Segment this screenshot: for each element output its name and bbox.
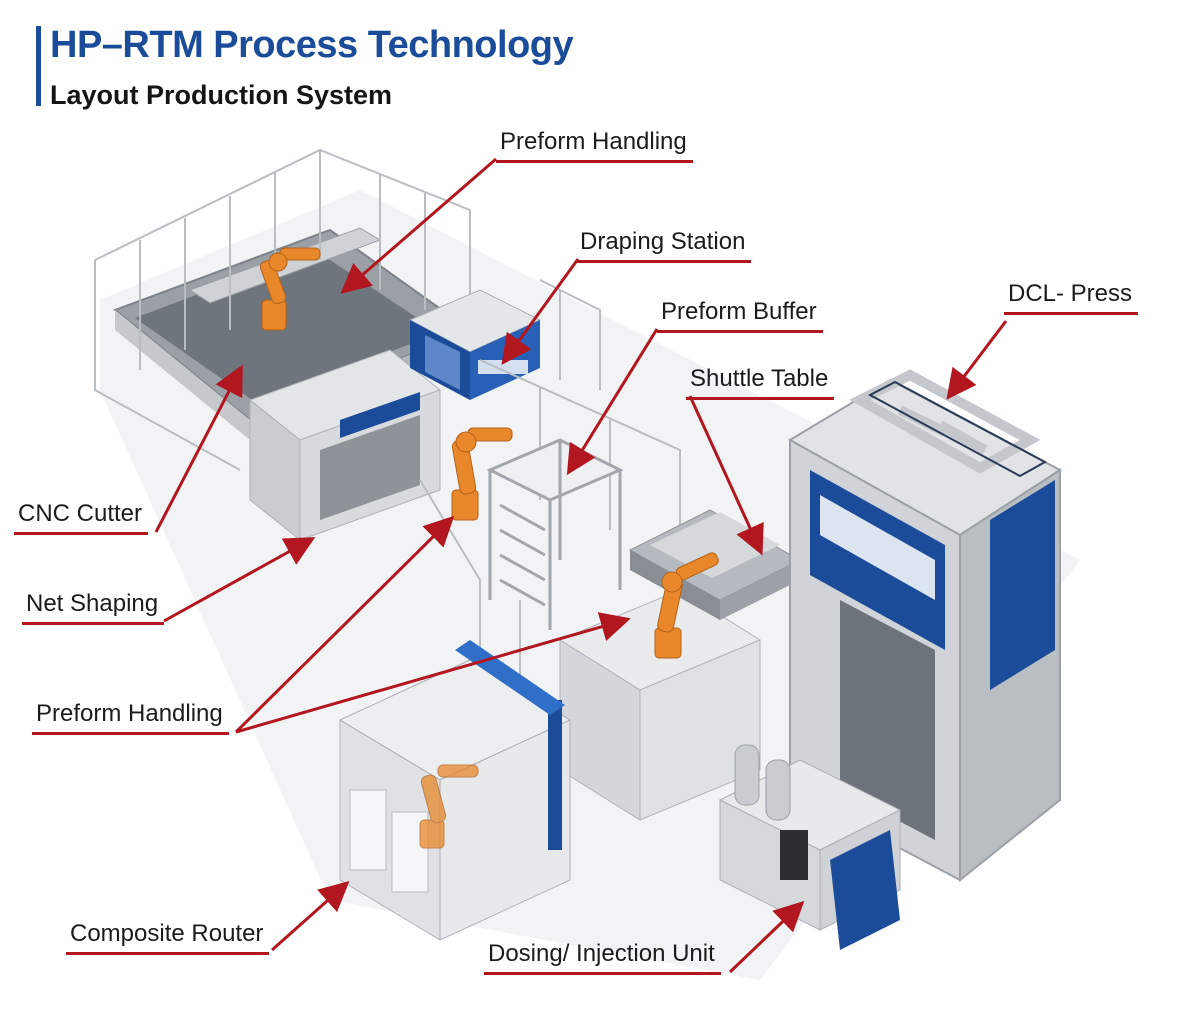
composite-router-cell [338,640,572,941]
callout-connectors [154,157,1008,974]
label-dcl-press: DCL- Press [1004,280,1139,315]
label-preform-buffer: Preform Buffer [657,298,823,333]
industrial-robot-icon [259,247,321,331]
title-accent-bar [36,26,41,106]
connector-cnc-cutter [154,364,243,533]
label-preform-handling-top: Preform Handling [496,128,693,163]
robot-cell-bench [558,589,762,821]
connector-preform-buffer [566,328,659,476]
dosing-injection-unit-machine [718,744,902,950]
dcl-press-machine [788,369,1062,883]
page-title: HP–RTM Process Technology [50,24,574,66]
label-shuttle-table: Shuttle Table [686,365,835,400]
label-preform-handling-bottom: Preform Handling [32,700,229,735]
industrial-robot-icon [654,552,719,659]
page-subtitle: Layout Production System [50,80,393,110]
net-shaping-cabin [248,349,442,542]
connector-net-shaping [163,537,316,623]
industrial-robot-icon [419,764,479,849]
connector-shuttle-table [688,395,764,556]
label-cnc-cutter: CNC Cutter [14,500,149,535]
label-net-shaping: Net Shaping [22,590,165,625]
connector-dosing-injection [728,900,805,974]
connector-preform-handling-top [340,157,497,294]
connector-composite-router [271,881,350,952]
connector-dcl-press [946,320,1008,400]
label-draping-station: Draping Station [576,228,752,263]
connector-preform-handling-bottom-a [234,515,455,734]
safety-fence-cutter [94,148,471,471]
connector-preform-handling-bottom-b [235,612,631,734]
connector-draping-station [501,258,580,365]
industrial-robot-icon [451,427,513,521]
label-composite-router: Composite Router [66,920,270,955]
label-dosing-injection-unit: Dosing/ Injection Unit [484,940,721,975]
